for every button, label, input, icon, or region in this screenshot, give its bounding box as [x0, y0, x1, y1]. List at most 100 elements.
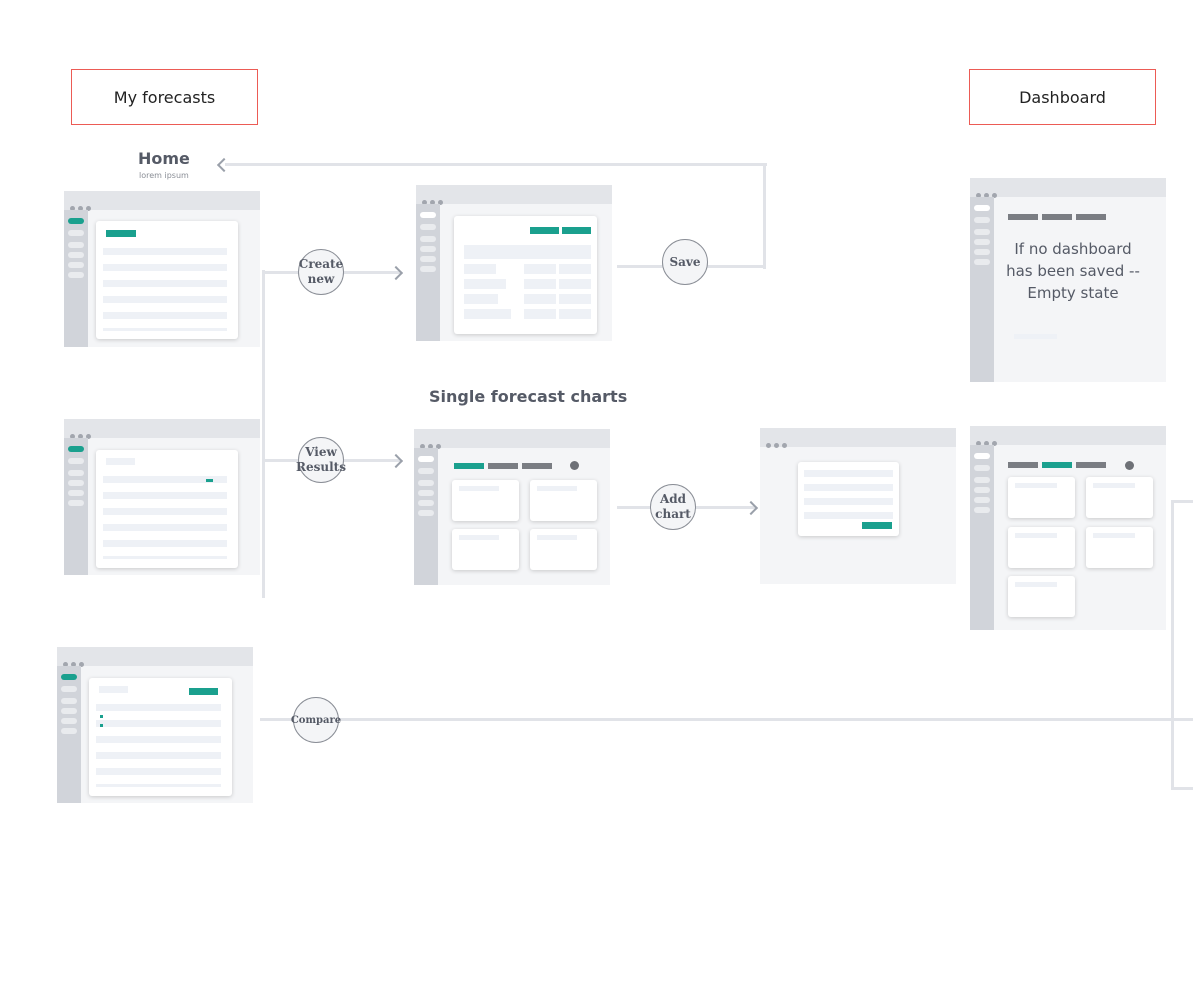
list-header: [106, 458, 135, 465]
sidebar-item-active: [420, 212, 436, 218]
arrow-view-results: [388, 453, 404, 469]
form-field: [559, 294, 591, 304]
sidebar-item-active: [61, 674, 77, 680]
list-row: [96, 736, 221, 743]
dashboard-chart-card: [1008, 527, 1075, 568]
window-titlebar: [414, 429, 610, 449]
tab-placeholder-active: [1042, 462, 1072, 468]
sidebar: [416, 204, 440, 341]
form-field: [559, 279, 591, 289]
form-field: [464, 309, 511, 319]
window-controls-icon: [976, 433, 1000, 451]
sidebar-item: [974, 507, 990, 513]
list-row: [103, 328, 227, 331]
list-row: [96, 784, 221, 787]
form-field: [464, 279, 506, 289]
window-controls-icon: [70, 198, 94, 216]
sidebar-item: [974, 487, 990, 493]
arrow-add-chart: [743, 500, 759, 516]
chart-card: [452, 480, 519, 521]
dialog-row: [804, 470, 893, 477]
screen-create-new: [416, 185, 612, 341]
list-row: [103, 280, 227, 287]
connector-right-bracket-bottom: [1171, 787, 1193, 790]
window-titlebar: [970, 178, 1166, 198]
connector-save-vertical: [763, 163, 766, 269]
dashboard-chart-card: [1086, 477, 1153, 518]
list-row: [103, 312, 227, 319]
sidebar-item-active: [974, 205, 990, 211]
chart-card-title: [537, 535, 577, 540]
window-controls-icon: [420, 436, 444, 454]
node-view-results-line1: View: [305, 445, 337, 459]
chart-card-title: [459, 486, 499, 491]
avatar: [570, 461, 579, 470]
dialog-row: [804, 484, 893, 491]
sidebar-item: [974, 477, 990, 483]
chart-card: [452, 529, 519, 570]
section-dashboard: Dashboard: [969, 69, 1156, 125]
window-titlebar: [57, 647, 253, 667]
node-save[interactable]: Save: [662, 239, 708, 285]
window-controls-icon: [63, 654, 87, 672]
chart-card: [530, 529, 597, 570]
sidebar-item: [974, 229, 990, 235]
list-row: [103, 248, 227, 255]
form-field: [524, 309, 556, 319]
window-controls-icon: [70, 426, 94, 444]
connector-right-bracket-top: [1171, 500, 1193, 503]
sidebar-item: [61, 686, 77, 692]
sidebar-item: [974, 497, 990, 503]
chart-card-title: [1015, 582, 1057, 587]
results-list-card: [96, 450, 238, 568]
create-form-card: [454, 216, 597, 334]
window-titlebar: [970, 426, 1166, 446]
sidebar-item: [420, 224, 436, 230]
sidebar-item: [68, 262, 84, 268]
window-controls-icon: [422, 192, 446, 210]
chart-card: [530, 480, 597, 521]
chart-card-title: [537, 486, 577, 491]
list-row: [103, 524, 227, 531]
form-field: [524, 279, 556, 289]
sidebar-item: [68, 470, 84, 476]
sidebar-item: [68, 272, 84, 278]
sidebar-item: [418, 468, 434, 474]
form-button-placeholder: [530, 227, 559, 234]
tab-placeholder: [1042, 214, 1072, 220]
tab-placeholder: [1008, 214, 1038, 220]
dialog-row: [804, 498, 893, 505]
home-title: Home: [138, 149, 190, 168]
section-my-forecasts-label: My forecasts: [113, 87, 216, 107]
window-titlebar: [64, 191, 260, 211]
home-subtitle: lorem ipsum: [139, 171, 189, 180]
sidebar-item: [61, 708, 77, 714]
node-create-new-line1: Create: [298, 257, 344, 271]
sidebar-item-active: [68, 218, 84, 224]
list-row: [96, 720, 221, 727]
connector-compare: [260, 718, 1193, 721]
node-add-chart-line2: chart: [655, 507, 691, 521]
window-titlebar: [416, 185, 612, 205]
sidebar-item: [420, 256, 436, 262]
sidebar-item: [974, 249, 990, 255]
form-field: [559, 309, 591, 319]
sidebar-item: [420, 236, 436, 242]
sidebar-item: [68, 242, 84, 248]
node-create-new-line2: new: [307, 272, 335, 286]
tab-placeholder-active: [454, 463, 484, 469]
list-row: [103, 540, 227, 547]
sidebar: [57, 666, 81, 803]
sidebar-item: [68, 500, 84, 506]
row-checkbox: [100, 715, 103, 718]
form-field: [464, 264, 496, 274]
sidebar-item: [68, 252, 84, 258]
chart-card-title: [1015, 483, 1057, 488]
arrow-create-new: [388, 265, 404, 281]
form-field: [524, 294, 556, 304]
node-compare[interactable]: Compare: [291, 697, 341, 743]
dashboard-chart-card: [1008, 576, 1075, 617]
